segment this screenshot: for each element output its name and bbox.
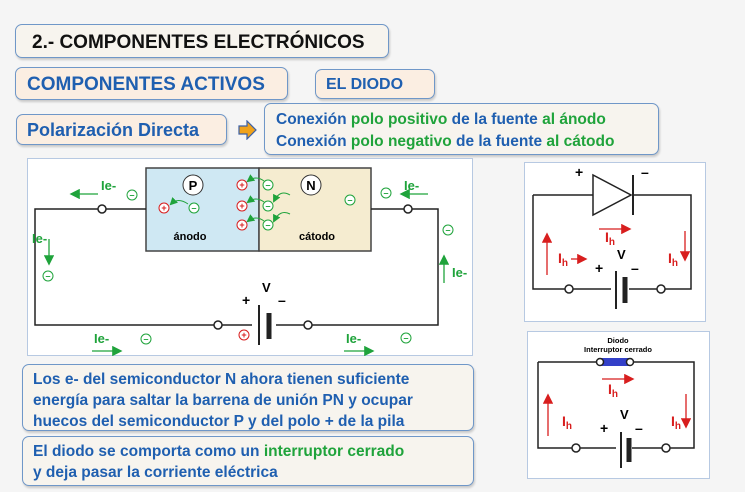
ih-label-top-2: Ih bbox=[608, 381, 618, 400]
title-box: 2.- COMPONENTES ELECTRÓNICOS bbox=[15, 24, 389, 58]
polarization-box: Polarización Directa bbox=[16, 114, 227, 145]
circuit-wires bbox=[34, 208, 439, 326]
conclusion-line-2: y deja pasar la corriente eléctrica bbox=[33, 464, 278, 481]
current-arrows bbox=[43, 188, 450, 357]
svg-text:–: – bbox=[383, 188, 388, 198]
svg-text:–: – bbox=[347, 195, 352, 205]
diode-circuit-panel: + – V + – Ih Ih Ih bbox=[524, 162, 706, 322]
diode-small-label: Diodo bbox=[607, 336, 629, 345]
explanation-text: Los e- del semiconductor N ahora tienen … bbox=[33, 371, 413, 430]
explanation-box: Los e- del semiconductor N ahora tienen … bbox=[22, 364, 474, 431]
electron-paths bbox=[169, 174, 291, 223]
active-components-box: COMPONENTES ACTIVOS bbox=[15, 67, 288, 100]
svg-text:–: – bbox=[445, 225, 450, 235]
svg-text:+: + bbox=[241, 330, 246, 340]
polarization-label: Polarización Directa bbox=[27, 120, 200, 140]
svg-text:–: – bbox=[129, 190, 134, 200]
section-title: COMPONENTES ACTIVOS bbox=[27, 74, 265, 95]
voltage-label: V bbox=[262, 280, 271, 295]
svg-text:+: + bbox=[239, 201, 244, 211]
p-label: P bbox=[189, 178, 198, 193]
svg-text:–: – bbox=[403, 333, 408, 343]
battery-plus-top-right: + bbox=[595, 260, 603, 276]
terminals bbox=[97, 204, 413, 330]
battery-symbol-top-right bbox=[615, 271, 628, 309]
diode-plus: + bbox=[575, 164, 583, 180]
battery-plus: + bbox=[242, 292, 250, 308]
diode-box: EL DIODO bbox=[315, 69, 435, 99]
voltage-label-bottom-right: V bbox=[620, 407, 629, 422]
arrow-right-icon bbox=[238, 120, 257, 140]
svg-text:–: – bbox=[143, 334, 148, 344]
ie-label-top-right: Ie- bbox=[404, 178, 419, 193]
svg-text:–: – bbox=[191, 203, 196, 213]
svg-text:–: – bbox=[265, 201, 270, 211]
ie-label-left: Ie- bbox=[32, 231, 47, 246]
closed-switch-bar bbox=[600, 358, 630, 366]
diode-circuit: + – V + – Ih Ih Ih bbox=[532, 164, 692, 309]
connection-line-1: Conexión polo positivo de la fuente al á… bbox=[276, 111, 606, 128]
ih-label-right-2: Ih bbox=[671, 413, 681, 432]
ie-label-bottom-right: Ie- bbox=[346, 331, 361, 346]
cathode-label: cátodo bbox=[299, 231, 335, 243]
battery-minus-top-right: – bbox=[631, 260, 639, 276]
topic-title: EL DIODO bbox=[326, 76, 404, 93]
page-title: 2.- COMPONENTES ELECTRÓNICOS bbox=[32, 32, 365, 53]
battery-symbol bbox=[258, 305, 272, 345]
battery-plus-bottom-right: + bbox=[600, 420, 608, 436]
conclusion-line-1: El diodo se comporta como un interruptor… bbox=[33, 443, 405, 460]
svg-text:–: – bbox=[265, 220, 270, 230]
connection-box: Conexión polo positivo de la fuente al á… bbox=[264, 103, 659, 155]
n-label: N bbox=[306, 178, 315, 193]
charge-symbols: + – + + + – – – – – – – – – – + bbox=[42, 179, 454, 345]
voltage-label-top-right: V bbox=[617, 247, 626, 262]
ie-label-top-left: Ie- bbox=[101, 178, 116, 193]
conclusion-box: El diodo se comporta como un interruptor… bbox=[22, 436, 474, 486]
closed-switch-circuit: Diodo Interruptor cerrado V + – Ih Ih Ih bbox=[537, 336, 695, 468]
ih-label-left-2: Ih bbox=[562, 413, 572, 432]
svg-text:+: + bbox=[239, 180, 244, 190]
diode-minus: – bbox=[641, 164, 649, 180]
battery-minus-bottom-right: – bbox=[635, 420, 643, 436]
anode-label: ánodo bbox=[174, 231, 207, 243]
svg-text:+: + bbox=[239, 220, 244, 230]
battery-minus: – bbox=[278, 292, 286, 308]
battery-symbol-bottom-right bbox=[620, 432, 632, 468]
ih-label-right: Ih bbox=[668, 250, 678, 269]
switch-circuit-panel: Diodo Interruptor cerrado V + – Ih Ih Ih bbox=[527, 331, 710, 479]
ie-label-right: Ie- bbox=[452, 265, 467, 280]
ie-label-bottom-left: Ie- bbox=[94, 331, 109, 346]
ih-label-top: Ih bbox=[605, 229, 615, 248]
main-circuit-panel: P N ánodo cátodo + – + + + – – – – – – –… bbox=[27, 158, 473, 357]
forward-bias-diagram: P N ánodo cátodo + – + + + – – – – – – –… bbox=[32, 167, 467, 357]
switch-small-label: Interruptor cerrado bbox=[584, 345, 652, 354]
ih-label-left: Ih bbox=[558, 250, 568, 269]
connection-line-2: Conexión polo negativo de la fuente al c… bbox=[276, 133, 615, 150]
svg-text:–: – bbox=[45, 271, 50, 281]
svg-text:+: + bbox=[161, 203, 166, 213]
diode-symbol bbox=[592, 173, 634, 217]
svg-text:–: – bbox=[265, 180, 270, 190]
